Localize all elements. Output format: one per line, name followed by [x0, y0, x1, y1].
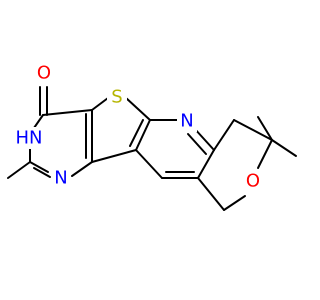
bond-o-ch2: [223, 195, 246, 211]
atom-oxygen-carbonyl: O: [37, 63, 51, 84]
bond-cq-methyl-1: [257, 116, 273, 141]
molecule-structure: O HN N S N O: [7, 62, 297, 211]
bond-c3a-c8a: [91, 149, 137, 163]
atom-nitrogen-pyrimidine: N: [54, 168, 67, 189]
label-bg-s: [107, 86, 127, 108]
bond-n-c-1: [193, 127, 215, 151]
label-bg-o-pyran: [243, 170, 263, 192]
bond-c2-methyl: [7, 161, 31, 179]
bond-n1-c8a: [71, 161, 93, 177]
atom-oxygen-pyran: O: [246, 171, 260, 192]
bond-pyran-cq: [233, 119, 273, 141]
label-bg-n-pyrimidine: [51, 167, 71, 189]
label-bg-nh: [10, 127, 48, 149]
bond-c7a-c3a-1: [135, 119, 151, 151]
bond-c2-n1-2: [33, 167, 51, 178]
bond-c2-n1-1: [29, 161, 49, 173]
atom-nh: HN: [16, 128, 43, 149]
bond-pyr-c3: [135, 149, 163, 179]
bond-ch2-pyr: [197, 177, 225, 211]
bond-c4a-s: [91, 97, 109, 111]
bond-pyr-c1: [197, 149, 215, 179]
bond-c4a-c4: [42, 109, 93, 116]
atom-nitrogen-pyridine: N: [180, 111, 193, 132]
atom-sulfur-thiophene: S: [111, 87, 122, 108]
bond-cq-o: [257, 139, 273, 169]
label-bg-n-pyridine: [177, 110, 197, 132]
bond-cq-methyl-2: [271, 139, 297, 157]
bond-s-c7a: [125, 97, 151, 121]
bond-pyran-ch2-top: [213, 119, 235, 151]
bond-c4-n3: [33, 114, 44, 129]
molecule-canvas: O HN N S N O: [7, 62, 297, 211]
label-bg-o-carbonyl: [34, 62, 54, 84]
bond-n-c-2: [187, 133, 207, 155]
bond-c7a-c3a-2: [129, 119, 144, 147]
